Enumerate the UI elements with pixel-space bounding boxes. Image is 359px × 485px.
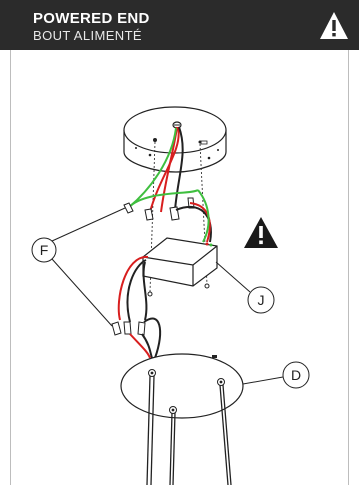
left-border-line bbox=[10, 50, 11, 485]
callout-f: F bbox=[31, 207, 126, 327]
wire-nuts-lower bbox=[111, 321, 146, 336]
page-title: POWERED END bbox=[33, 10, 150, 27]
warning-triangle-icon bbox=[320, 12, 348, 39]
driver-input-wires bbox=[175, 189, 212, 243]
header-bar: POWERED END BOUT ALIMENTÉ bbox=[0, 0, 359, 50]
callout-j: J bbox=[215, 261, 275, 314]
callout-f-label: F bbox=[40, 242, 49, 258]
callout-d-label: D bbox=[291, 367, 301, 383]
callout-j-label: J bbox=[258, 292, 265, 308]
page-subtitle: BOUT ALIMENTÉ bbox=[33, 28, 142, 43]
fixture-wires bbox=[129, 317, 162, 359]
fixture bbox=[120, 353, 244, 419]
driver-output-wires bbox=[117, 255, 149, 323]
canopy-wires bbox=[127, 126, 199, 213]
callout-d: D bbox=[242, 361, 310, 389]
driver-box bbox=[142, 237, 218, 297]
warning-triangle-icon bbox=[244, 217, 278, 248]
suspension-cables bbox=[146, 375, 232, 485]
right-border-line bbox=[348, 50, 349, 485]
